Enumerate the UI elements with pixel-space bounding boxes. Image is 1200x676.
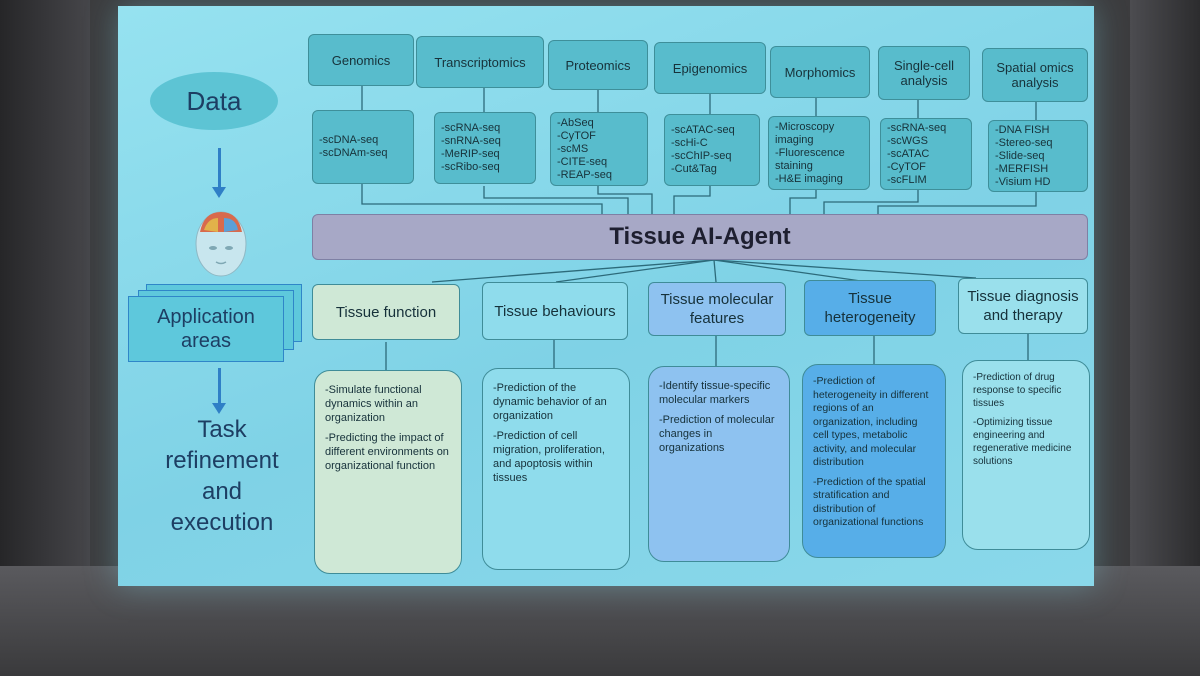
down-arrow-icon: [212, 148, 226, 198]
method-item: -CITE-seq: [557, 155, 608, 168]
method-item: -scMS: [557, 142, 589, 155]
method-item: -scChIP-seq: [671, 150, 732, 162]
task-item: -Prediction of the spatial stratificatio…: [813, 475, 926, 529]
task-label-line: Task: [197, 416, 247, 443]
method-item: -scFLIM: [887, 173, 927, 186]
method-item: -REAP-seq: [557, 168, 613, 181]
data-type-label: Morphomics: [784, 64, 856, 80]
app-tissue-function: Tissue function: [312, 284, 460, 340]
method-item: -scRibo-seq: [441, 161, 500, 173]
data-type-label: Genomics: [331, 52, 391, 68]
methods-single-cell: -scRNA-seq -scWGS -scATAC -CyTOF -scFLIM: [880, 118, 972, 190]
method-item: -H&E imaging: [775, 172, 843, 185]
data-type-single-cell: Single-cell analysis: [878, 46, 970, 100]
method-item: -Fluorescence: [775, 146, 845, 159]
data-type-morphomics: Morphomics: [770, 46, 870, 98]
tasks-tissue-diagnosis-therapy: -Prediction of drug response to specific…: [962, 360, 1090, 550]
method-item: -MeRIP-seq: [441, 148, 500, 160]
ai-head-icon: [195, 211, 247, 277]
task-item: -Prediction of cell migration, prolifera…: [493, 430, 605, 484]
method-item: -Visium HD: [995, 175, 1051, 188]
data-type-proteomics: Proteomics: [548, 40, 648, 90]
method-item: -snRNA-seq: [441, 135, 501, 147]
stack-card-front: Application areas: [128, 296, 284, 362]
method-item: -Microscopy: [775, 120, 835, 133]
app-title: Tissue molecular features: [660, 291, 774, 327]
tasks-tissue-function: -Simulate functional dynamics within an …: [314, 370, 462, 574]
room-wall-left: [0, 0, 90, 676]
data-type-label: Spatial omics analysis: [996, 60, 1074, 90]
app-title: Tissue diagnosis and therapy: [967, 288, 1079, 324]
data-type-label: Transcriptomics: [434, 54, 526, 70]
task-label-line: and: [201, 478, 243, 505]
method-item: -scATAC: [887, 147, 930, 160]
methods-genomics: -scDNA-seq -scDNAm-seq: [312, 110, 414, 184]
task-item: -Prediction of the dynamic behavior of a…: [493, 382, 607, 422]
method-item: -scRNA-seq: [441, 122, 501, 134]
application-areas-label: Application areas: [157, 306, 255, 352]
data-type-epigenomics: Epigenomics: [654, 42, 766, 94]
app-tissue-diagnosis-therapy: Tissue diagnosis and therapy: [958, 278, 1088, 334]
method-item: -CyTOF: [887, 160, 926, 173]
task-label-line: execution: [170, 509, 274, 536]
tasks-tissue-heterogeneity: -Prediction of heterogeneity in differen…: [802, 364, 946, 558]
data-type-label: Epigenomics: [672, 60, 748, 76]
method-item: -scATAC-seq: [671, 124, 735, 136]
room-wall-right: [1130, 0, 1200, 676]
app-tissue-molecular-features: Tissue molecular features: [648, 282, 786, 336]
methods-epigenomics: -scATAC-seq -scHi-C -scChIP-seq -Cut&Tag: [664, 114, 760, 186]
method-item: -DNA FISH: [995, 123, 1050, 136]
data-type-label: Single-cell analysis: [894, 58, 954, 88]
method-item: -scDNAm-seq: [319, 147, 388, 159]
data-type-transcriptomics: Transcriptomics: [416, 36, 544, 88]
task-item: -Identify tissue-specific molecular mark…: [659, 380, 771, 406]
data-type-spatial-omics: Spatial omics analysis: [982, 48, 1088, 102]
task-item: -Prediction of heterogeneity in differen…: [813, 375, 929, 468]
data-type-genomics: Genomics: [308, 34, 414, 86]
task-item: -Simulate functional dynamics within an …: [325, 384, 422, 424]
tasks-tissue-molecular-features: -Identify tissue-specific molecular mark…: [648, 366, 790, 562]
projection-screen: Data Application areas Task refinement a…: [118, 6, 1094, 586]
data-label-bubble: Data: [150, 72, 278, 130]
tissue-ai-agent-bar: Tissue AI-Agent: [312, 214, 1088, 260]
task-label-line: refinement: [165, 447, 279, 474]
method-item: imaging: [775, 133, 814, 146]
method-item: -CyTOF: [557, 129, 596, 142]
method-item: staining: [775, 159, 813, 172]
tasks-tissue-behaviours: -Prediction of the dynamic behavior of a…: [482, 368, 630, 570]
data-type-label: Proteomics: [565, 57, 631, 73]
app-tissue-heterogeneity: Tissue heterogeneity: [804, 280, 936, 336]
method-item: -Stereo-seq: [995, 136, 1053, 149]
method-item: -scRNA-seq: [887, 121, 947, 134]
methods-transcriptomics: -scRNA-seq -snRNA-seq -MeRIP-seq -scRibo…: [434, 112, 536, 184]
method-item: -scDNA-seq: [319, 134, 379, 146]
method-item: -scHi-C: [671, 137, 708, 149]
methods-morphomics: -Microscopy imaging -Fluorescence staini…: [768, 116, 870, 190]
agent-title: Tissue AI-Agent: [609, 223, 791, 250]
method-item: -MERFISH: [995, 162, 1049, 175]
methods-proteomics: -AbSeq -CyTOF -scMS -CITE-seq -REAP-seq: [550, 112, 648, 186]
app-title: Tissue function: [335, 303, 437, 321]
task-item: -Predicting the impact of different envi…: [325, 432, 449, 472]
methods-spatial-omics: -DNA FISH -Stereo-seq -Slide-seq -MERFIS…: [988, 120, 1088, 192]
task-item: -Prediction of drug response to specific…: [973, 372, 1062, 409]
data-label: Data: [186, 85, 242, 116]
down-arrow-icon: [212, 368, 226, 414]
method-item: -scWGS: [887, 134, 928, 147]
method-item: -Slide-seq: [995, 149, 1045, 162]
app-title: Tissue heterogeneity: [824, 290, 916, 326]
app-tissue-behaviours: Tissue behaviours: [482, 282, 628, 340]
application-areas-stack: Application areas: [128, 284, 304, 364]
task-label: Task refinement and execution: [142, 414, 302, 538]
task-item: -Optimizing tissue engineering and regen…: [973, 417, 1072, 467]
app-title: Tissue behaviours: [494, 302, 616, 320]
task-item: -Prediction of molecular changes in orga…: [659, 414, 775, 454]
method-item: -Cut&Tag: [671, 163, 717, 175]
method-item: -AbSeq: [557, 116, 594, 129]
